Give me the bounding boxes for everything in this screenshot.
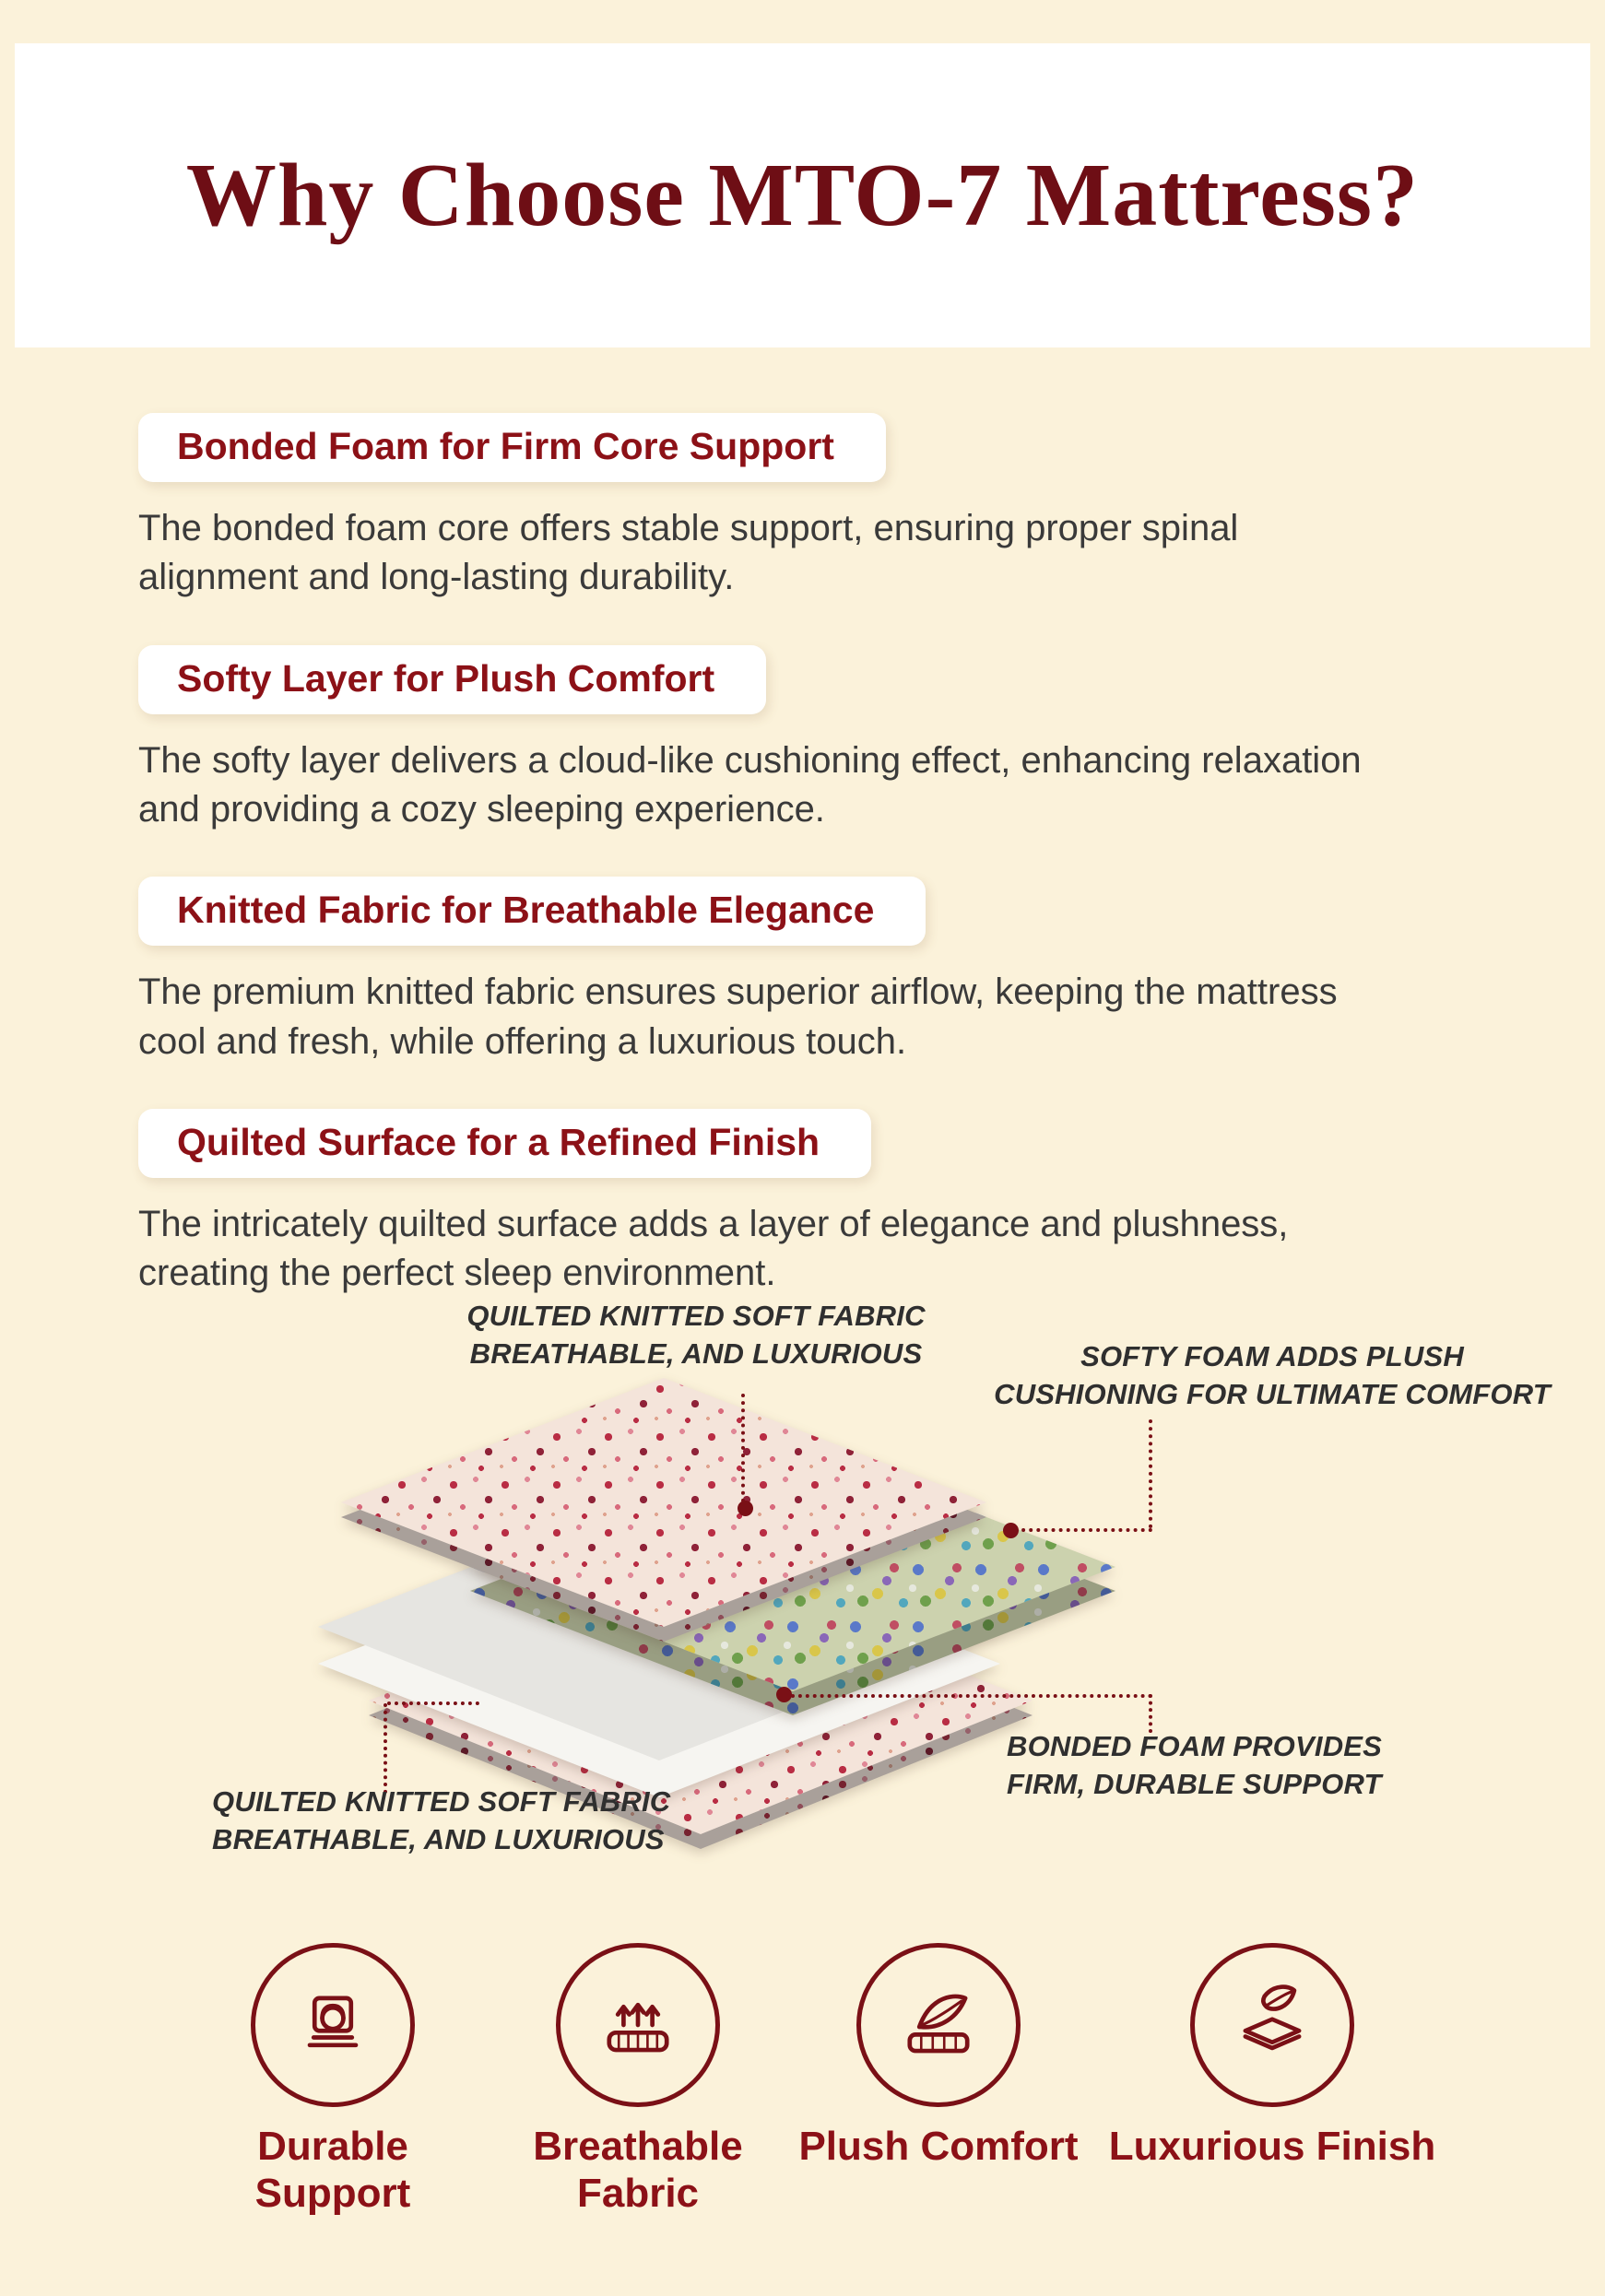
feature-heading: Knitted Fabric for Breathable Elegance bbox=[177, 889, 875, 932]
callout-dot bbox=[738, 1501, 753, 1516]
callout-line bbox=[1014, 1528, 1152, 1532]
feature-heading: Quilted Surface for a Refined Finish bbox=[177, 1120, 820, 1163]
callout-line bbox=[1149, 1694, 1152, 1733]
callout-text: QUILTED KNITTED SOFT FABRIC bbox=[466, 1300, 926, 1332]
feature-item: Bonded Foam for Firm Core Support The bo… bbox=[138, 413, 1466, 603]
feature-heading-pill: Quilted Surface for a Refined Finish bbox=[138, 1108, 872, 1178]
callout-text: FIRM, DURABLE SUPPORT bbox=[1007, 1767, 1382, 1800]
callout-line bbox=[791, 1694, 1152, 1698]
badge-label: Durable Support bbox=[254, 2124, 411, 2216]
feature-description: The bonded foam core offers stable suppo… bbox=[138, 508, 1239, 598]
callout-line bbox=[387, 1701, 479, 1705]
callout-text: BREATHABLE, AND LUXURIOUS bbox=[469, 1336, 923, 1370]
callout-dot bbox=[1003, 1523, 1019, 1538]
callout-dot bbox=[776, 1687, 792, 1702]
feather-mattress-icon bbox=[907, 1994, 970, 2054]
badge-breathable-fabric: Breathable Fabric bbox=[481, 1943, 795, 2217]
badge-circle bbox=[556, 1943, 720, 2107]
page-title: Why Choose MTO-7 Mattress? bbox=[185, 146, 1420, 245]
callout-text: SOFTY FOAM ADDS PLUSH bbox=[1080, 1340, 1464, 1372]
feature-badges: Durable Support Breathable Fabric Plush … bbox=[0, 1943, 1605, 2293]
callout-text: BREATHABLE, AND LUXURIOUS bbox=[212, 1822, 665, 1855]
badge-circle bbox=[1190, 1943, 1354, 2107]
callout-text: BONDED FOAM PROVIDES bbox=[1007, 1730, 1383, 1762]
feature-item: Knitted Fabric for Breathable Elegance T… bbox=[138, 877, 1466, 1066]
feature-item: Quilted Surface for a Refined Finish The… bbox=[138, 1108, 1466, 1299]
feature-heading: Bonded Foam for Firm Core Support bbox=[177, 425, 834, 467]
header: Why Choose MTO-7 Mattress? bbox=[15, 43, 1590, 347]
feature-heading-pill: Softy Layer for Plush Comfort bbox=[138, 644, 767, 714]
feature-heading: Softy Layer for Plush Comfort bbox=[177, 656, 715, 700]
badge-label: Plush Comfort bbox=[798, 2124, 1079, 2169]
layer-surface bbox=[341, 1378, 986, 1627]
callout-line bbox=[384, 1703, 387, 1794]
callout-bottom-fabric: QUILTED KNITTED SOFT FABRIC BREATHABLE, … bbox=[212, 1784, 728, 1859]
leaf-layers-icon bbox=[1243, 1984, 1302, 2051]
badge-label: Luxurious Finish bbox=[1108, 2124, 1436, 2169]
callout-top-fabric: QUILTED KNITTED SOFT FABRIC BREATHABLE, … bbox=[364, 1298, 1028, 1373]
callout-text: QUILTED KNITTED SOFT FABRIC bbox=[212, 1785, 671, 1818]
badge-circle bbox=[856, 1943, 1021, 2107]
feature-item: Softy Layer for Plush Comfort The softy … bbox=[138, 644, 1466, 835]
callout-bonded-foam: BONDED FOAM PROVIDES FIRM, DURABLE SUPPO… bbox=[1007, 1728, 1560, 1804]
callout-line bbox=[1149, 1419, 1152, 1528]
badge-durable-support: Durable Support bbox=[176, 1943, 490, 2217]
mattress-layers-diagram: QUILTED KNITTED SOFT FABRIC BREATHABLE, … bbox=[0, 1290, 1605, 1936]
breathable-mattress-icon bbox=[607, 2002, 669, 2053]
feature-heading-pill: Bonded Foam for Firm Core Support bbox=[138, 413, 886, 483]
callout-line bbox=[741, 1394, 745, 1502]
sleeping-person-icon bbox=[307, 1996, 359, 2048]
callout-text: CUSHIONING FOR ULTIMATE COMFORT bbox=[994, 1377, 1551, 1410]
feature-description: The softy layer delivers a cloud-like cu… bbox=[138, 739, 1362, 830]
feature-heading-pill: Knitted Fabric for Breathable Elegance bbox=[138, 877, 926, 947]
badge-circle bbox=[251, 1943, 415, 2107]
feature-description: The premium knitted fabric ensures super… bbox=[138, 971, 1338, 1062]
badge-plush-comfort: Plush Comfort bbox=[782, 1943, 1095, 2171]
callout-softy-foam: SOFTY FOAM ADDS PLUSH CUSHIONING FOR ULT… bbox=[950, 1338, 1595, 1414]
badge-luxurious-finish: Luxurious Finish bbox=[1109, 1943, 1435, 2171]
features-section: Bonded Foam for Firm Core Support The bo… bbox=[138, 413, 1466, 1298]
layer-top-fabric bbox=[341, 1378, 986, 1642]
badge-label: Breathable Fabric bbox=[533, 2124, 743, 2216]
feature-description: The intricately quilted surface adds a l… bbox=[138, 1203, 1289, 1294]
